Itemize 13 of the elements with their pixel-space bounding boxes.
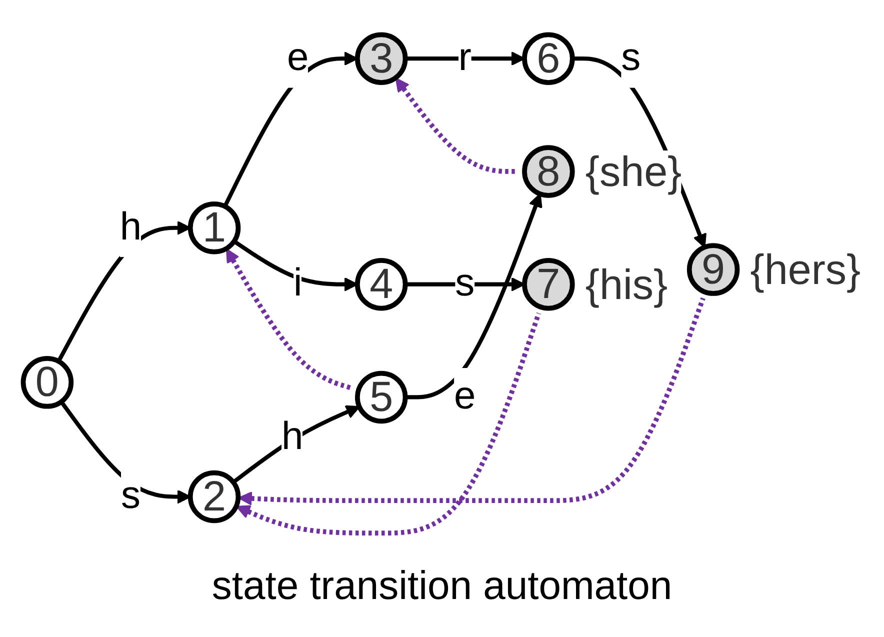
state-circle: 8 (522, 145, 575, 198)
state-circle: 9 (686, 243, 740, 296)
output-label: {hers} (750, 246, 861, 294)
state-circle: 4 (354, 258, 408, 311)
state-circle: 0 (20, 356, 74, 409)
output-label: {his} (585, 260, 668, 308)
state-circle: 3 (354, 32, 408, 85)
state-circle: 5 (354, 370, 408, 424)
state-circle: 2 (188, 470, 241, 524)
state-circle: 1 (188, 202, 241, 254)
caption: state transition automaton (212, 564, 672, 609)
state-circle: 6 (522, 32, 575, 85)
state-circle: 7 (522, 258, 575, 311)
